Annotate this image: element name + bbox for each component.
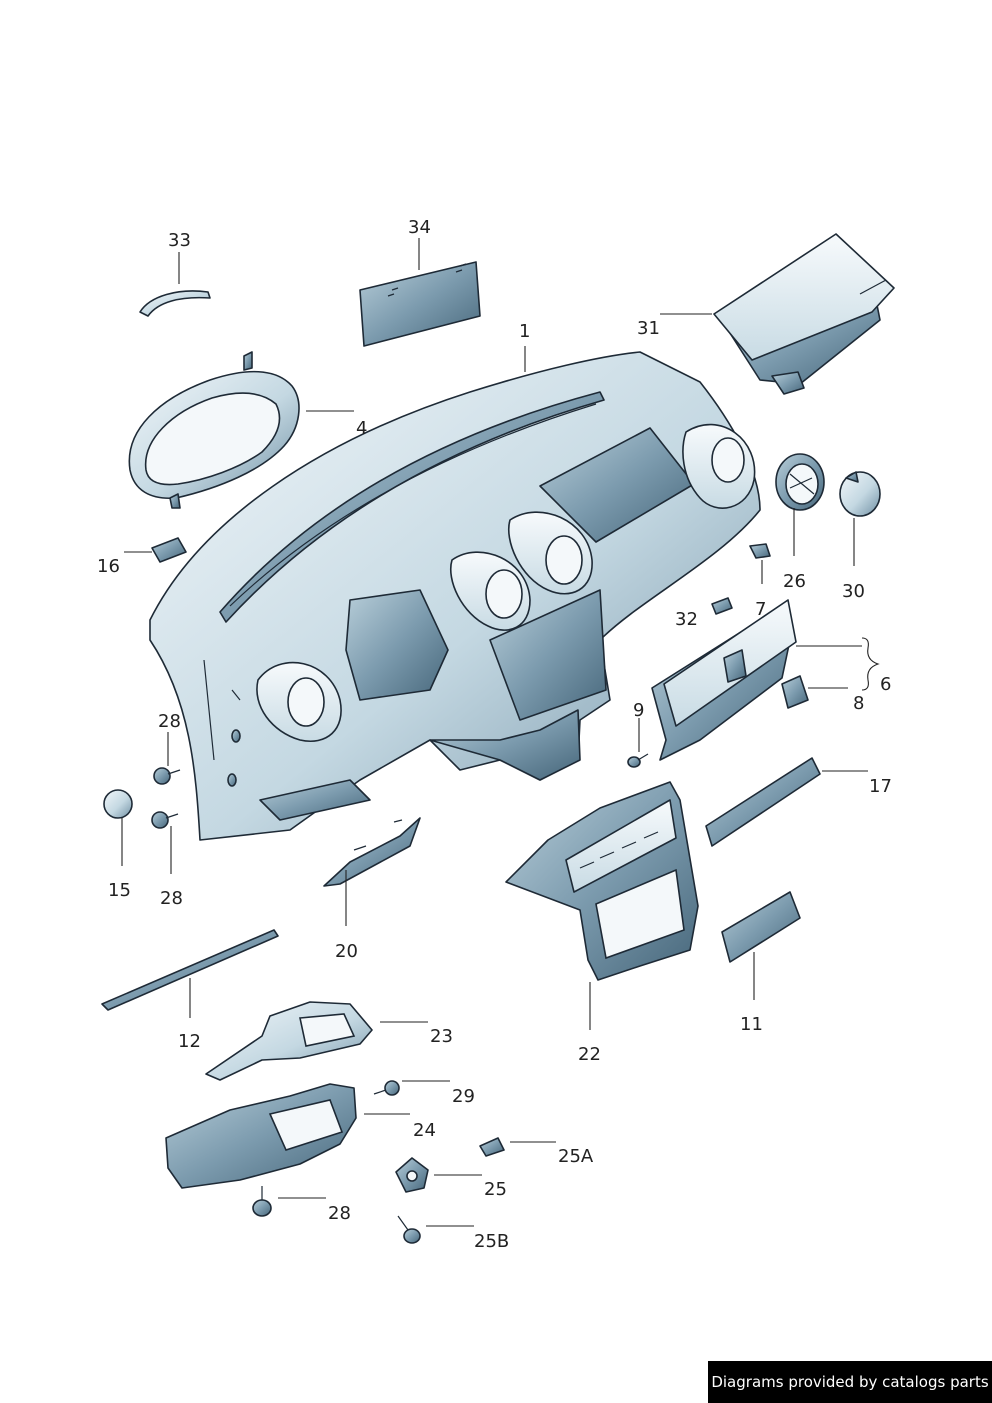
callout-30: 30 [842, 581, 865, 602]
callout-16: 16 [97, 556, 120, 577]
callout-8: 8 [853, 693, 864, 714]
part-23-shroud-upper [205, 1001, 373, 1081]
part-30-cap [839, 471, 881, 517]
part-34-cover-panel [359, 261, 481, 347]
leader-lines [121, 238, 880, 1227]
callout-23: 23 [430, 1026, 453, 1047]
callout-12: 12 [178, 1031, 201, 1052]
callout-11: 11 [740, 1014, 763, 1035]
part-25b-screw [397, 1215, 421, 1244]
part-22-center-console [505, 781, 699, 981]
callout-22: 22 [578, 1044, 601, 1065]
callout-1: 1 [519, 321, 530, 342]
callout-34: 34 [408, 217, 431, 238]
part-8-switch [781, 675, 809, 709]
part-11-cover [721, 891, 801, 963]
callout-29: 29 [452, 1086, 475, 1107]
part-7-clip [749, 543, 771, 559]
part-12-strip [101, 929, 279, 1011]
part-33-trim-strip [139, 290, 211, 317]
part-6-glove-box [651, 599, 797, 761]
callout-25: 25 [484, 1179, 507, 1200]
callout-7: 7 [755, 599, 766, 620]
part-24-shroud-lower [165, 1083, 357, 1189]
callout-labels: 33 34 1 31 4 16 26 30 7 32 6 8 9 17 28 1… [97, 217, 892, 1252]
callout-28-upper: 28 [158, 711, 181, 732]
callout-9: 9 [633, 700, 644, 721]
callout-33: 33 [168, 230, 191, 251]
part-25-nut [395, 1157, 429, 1193]
callout-17: 17 [869, 776, 892, 797]
part-4-cluster-bezel [128, 351, 300, 509]
part-25a-clip [479, 1137, 505, 1157]
callout-4: 4 [356, 418, 367, 439]
part-15-cap [103, 789, 133, 819]
part-28-bolt-middle [151, 811, 179, 829]
callout-31: 31 [637, 318, 660, 339]
part-31-airbag-module [713, 233, 895, 395]
part-28-bolt-lower [252, 1186, 272, 1217]
callout-28-lower: 28 [328, 1203, 351, 1224]
part-17-trim-bar [705, 757, 821, 847]
callout-15: 15 [108, 880, 131, 901]
part-29-screw [373, 1080, 400, 1096]
callout-6: 6 [880, 674, 891, 695]
part-26-round-vent [775, 453, 825, 511]
callout-24: 24 [413, 1120, 436, 1141]
part-16-clip [151, 537, 187, 563]
callout-32: 32 [675, 609, 698, 630]
part-28-bolt-upper [153, 767, 181, 785]
part-20-trim-panel [323, 817, 421, 887]
callout-25b: 25B [474, 1231, 509, 1252]
callout-26: 26 [783, 571, 806, 592]
part-1-dashboard [149, 351, 761, 841]
callout-28-middle: 28 [160, 888, 183, 909]
watermark-banner: Diagrams provided by catalogs parts [708, 1361, 992, 1403]
part-9-screw [627, 753, 649, 768]
callout-20: 20 [335, 941, 358, 962]
part-32-clip [711, 597, 733, 615]
callout-25a: 25A [558, 1146, 594, 1167]
